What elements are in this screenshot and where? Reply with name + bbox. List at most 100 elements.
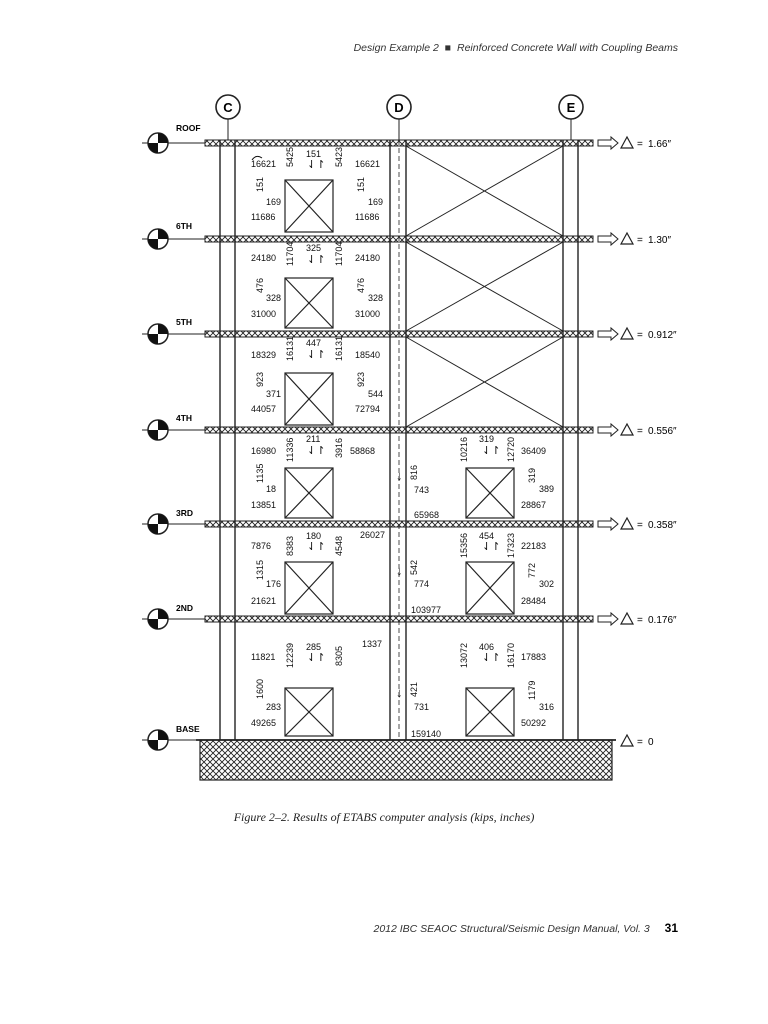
left-beam-shear-1: 5425 — [285, 147, 295, 167]
svg-text:=: = — [637, 615, 643, 626]
center-axial: 542 — [409, 560, 419, 575]
center-moment: 65968 — [414, 510, 439, 520]
svg-text:⇃↾: ⇃↾ — [307, 159, 325, 171]
right-beam-shear-1: 13072 — [459, 643, 469, 668]
level-marker-3rd: 3RD — [142, 508, 205, 535]
right-moment-top: 16621 — [355, 159, 380, 169]
level-marker-base: BASE — [142, 724, 200, 751]
footer-text: 2012 IBC SEAOC Structural/Seismic Design… — [373, 923, 650, 935]
level-marker-roof: ROOF — [142, 123, 205, 154]
header-separator: ■ — [444, 42, 452, 54]
level-marker-5th: 5TH — [142, 317, 205, 345]
left-beam-shear-1: 16131 — [285, 336, 295, 361]
left-beam-moment: 180 — [306, 531, 321, 541]
left-beam-moment: 285 — [306, 642, 321, 652]
left-beam-moment: 447 — [306, 338, 321, 348]
right-beam-shear-1: 10216 — [459, 437, 469, 462]
right-moment-bottom: 31000 — [355, 309, 380, 319]
right-axial: 772 — [527, 563, 537, 578]
right-shear: 169 — [368, 197, 383, 207]
svg-text:↓: ↓ — [396, 468, 403, 483]
slab-5th — [204, 330, 594, 338]
level-label-5th: 5TH — [176, 317, 192, 327]
left-shear: 169 — [266, 197, 281, 207]
left-shear: 18 — [266, 484, 276, 494]
svg-text:⇃↾: ⇃↾ — [307, 652, 325, 664]
left-beam-shear-1: 12239 — [285, 643, 295, 668]
left-axial: 1135 — [255, 464, 265, 483]
right-shear: 328 — [368, 293, 383, 303]
right-moment-top: 18540 — [355, 350, 380, 360]
displacement-value-3rd: 0.358″ — [648, 520, 677, 531]
left-shear: 176 — [266, 579, 281, 589]
left-axial: 476 — [255, 278, 265, 293]
left-axial: 151 — [255, 177, 265, 192]
upper-bay-crosses — [405, 145, 564, 428]
floor-slabs — [204, 139, 594, 623]
left-axial: 1600 — [255, 679, 265, 699]
displacement-5th: = 0.912″ — [597, 326, 677, 342]
center-axial: 816 — [409, 465, 419, 480]
center-moment: 159140 — [411, 729, 441, 739]
right-axial: 476 — [356, 278, 366, 293]
left-pier-forces: 16621 5425 151 ⇃↾ 5423 16621 151 151 169… — [251, 147, 383, 728]
displacement-roof: = 1.66″ — [597, 135, 671, 151]
left-moment-top: 7876 — [251, 541, 271, 551]
center-moment-left: 1337 — [362, 639, 382, 649]
left-beam-shear-2: 8305 — [334, 646, 344, 666]
grid-bubble-d — [386, 94, 412, 120]
right-beam-shear-2: 17323 — [506, 533, 516, 558]
figure-caption: Figure 2–2. Results of ETABS computer an… — [233, 810, 535, 824]
right-axial: 151 — [356, 177, 366, 192]
displacement-value-roof: 1.66″ — [648, 139, 671, 150]
svg-text:=: = — [637, 520, 643, 531]
svg-text:=: = — [637, 235, 643, 246]
right-moment-top: 22183 — [521, 541, 546, 551]
center-shear: 743 — [414, 485, 429, 495]
right-shear: 389 — [539, 484, 554, 494]
level-label-3rd: 3RD — [176, 508, 193, 518]
svg-text:⇃↾: ⇃↾ — [307, 445, 325, 457]
grid-bubble-c — [215, 94, 241, 120]
left-beam-shear-1: 11336 — [285, 438, 295, 462]
slab-2nd — [204, 615, 594, 623]
svg-text:=: = — [637, 139, 643, 150]
left-moment-bottom: 44057 — [251, 404, 276, 414]
right-pier-forces: 10216 319 ⇃↾ 12720 36409 319 389 28867 1… — [459, 434, 554, 728]
displacement-value-base: 0 — [648, 737, 654, 748]
grid-label-d: D — [394, 100, 403, 115]
displacement-value-2nd: 0.176″ — [648, 615, 677, 626]
right-moment-top: 36409 — [521, 446, 546, 456]
svg-text:=: = — [637, 330, 643, 341]
grid-bubbles: C D E — [215, 94, 584, 140]
center-shear: 731 — [414, 702, 429, 712]
left-moment-bottom: 49265 — [251, 718, 276, 728]
center-moment: 103977 — [411, 605, 441, 615]
left-moment-top: 18329 — [251, 350, 276, 360]
right-moment-top: 24180 — [355, 253, 380, 263]
level-markers: ROOF 6TH 5TH 4TH 3RD — [142, 123, 205, 751]
grid-label-c: C — [223, 100, 233, 115]
left-moment-bottom: 11686 — [251, 212, 275, 222]
running-footer: 2012 IBC SEAOC Structural/Seismic Design… — [373, 921, 678, 935]
level-marker-2nd: 2ND — [142, 603, 205, 630]
left-moment-top: 16980 — [251, 446, 276, 456]
left-moment-bottom: 31000 — [251, 309, 276, 319]
header-left: Design Example 2 — [353, 42, 439, 54]
right-moment-bottom: 72794 — [355, 404, 380, 414]
slab-3rd — [204, 520, 594, 528]
level-label-2nd: 2ND — [176, 603, 193, 613]
left-beam-shear-2: 3916 — [334, 438, 344, 458]
displacement-4th: = 0.556″ — [597, 422, 677, 438]
center-shear: 774 — [414, 579, 429, 589]
displacement-value-5th: 0.912″ — [648, 330, 677, 341]
left-moment-bottom: 21621 — [251, 596, 276, 606]
left-shear: 283 — [266, 702, 281, 712]
left-beam-shear-2: 5423 — [334, 147, 344, 167]
left-beam-shear-2: 11704 — [334, 242, 344, 266]
left-beam-moment: 325 — [306, 243, 321, 253]
svg-text:=: = — [637, 426, 643, 437]
displacement-base: = 0 — [619, 733, 654, 748]
svg-text:⇃↾: ⇃↾ — [307, 349, 325, 361]
svg-text:⇃↾: ⇃↾ — [482, 541, 500, 553]
